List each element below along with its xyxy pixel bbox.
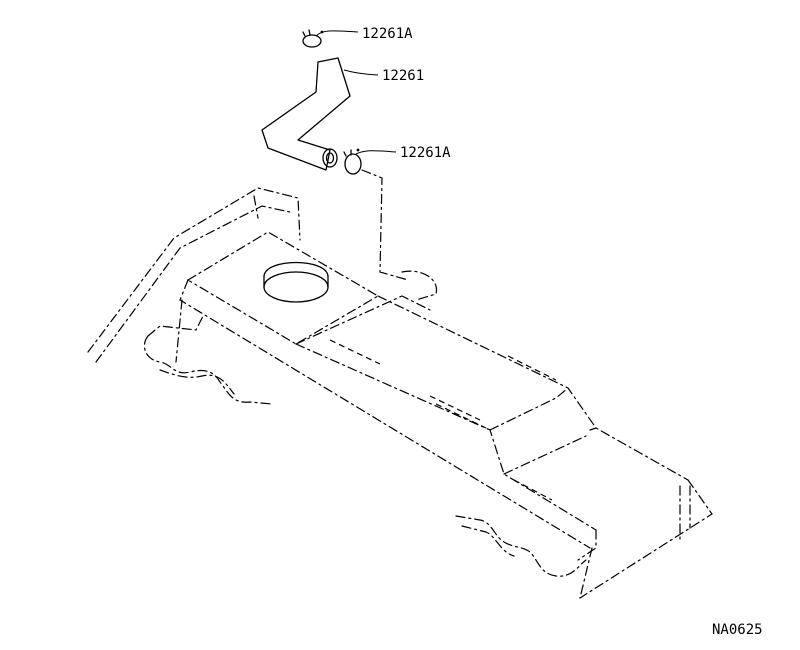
- callout-clamp-top: 12261A: [362, 26, 413, 42]
- cylinder-head-cover-phantom: [87, 169, 713, 599]
- figure-code: NA0625: [712, 622, 763, 638]
- ventilation-hose[interactable]: [261, 57, 351, 171]
- leader-lines: [315, 30, 397, 155]
- hose-clamp-bottom[interactable]: [343, 149, 362, 175]
- callout-hose: 12261: [382, 68, 424, 84]
- callout-clamp-bottom: 12261A: [400, 145, 451, 161]
- hose-clamp-top[interactable]: [302, 29, 322, 48]
- oil-filler-cap: [263, 261, 329, 303]
